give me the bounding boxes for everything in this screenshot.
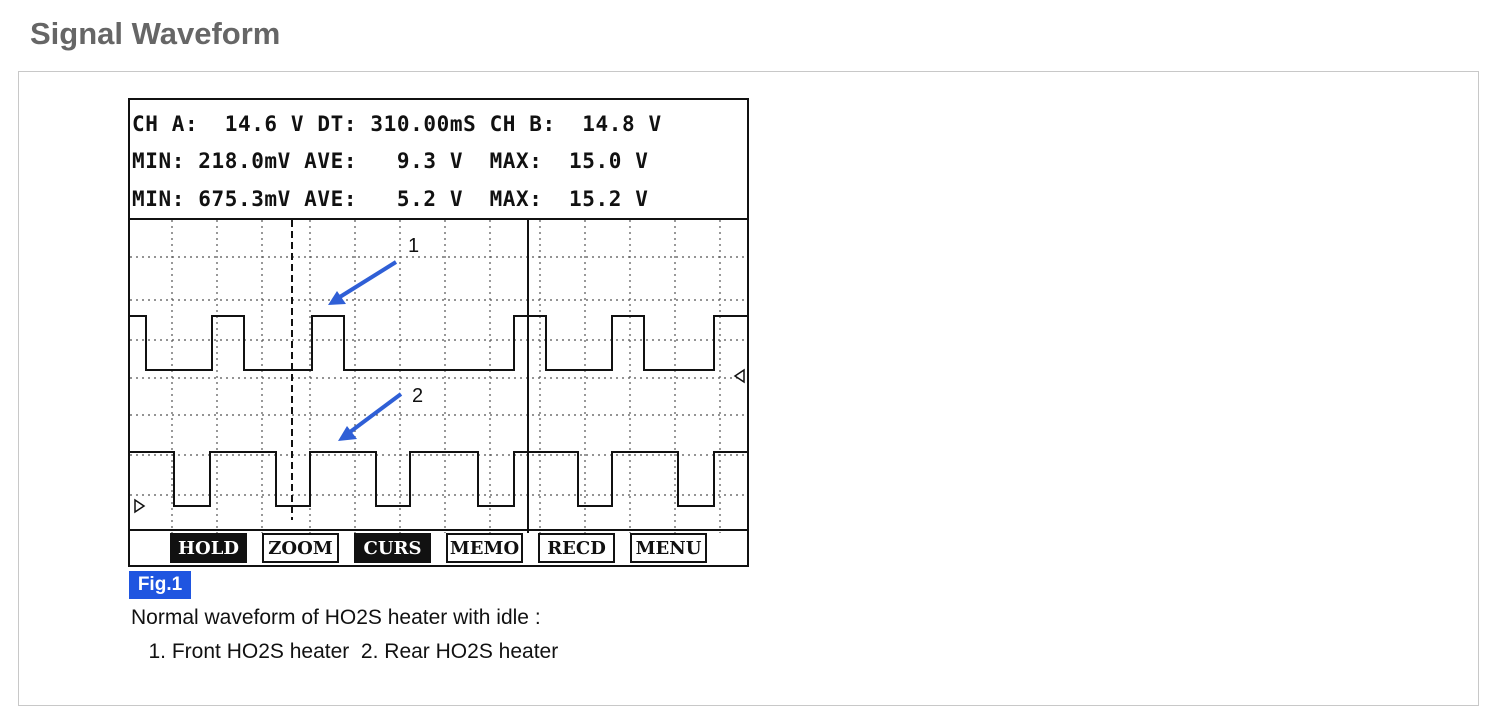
annotation-label-2: 2: [412, 385, 423, 407]
memo-button[interactable]: MEMO: [446, 533, 523, 563]
hold-button[interactable]: HOLD: [170, 533, 247, 563]
figure-label: Fig.1: [129, 571, 191, 599]
curs-button[interactable]: CURS: [354, 533, 431, 563]
channel-a-trace: [130, 315, 747, 371]
figure-caption-line-1: Normal waveform of HO2S heater with idle…: [131, 606, 541, 629]
page-title: Signal Waveform: [30, 16, 281, 51]
waveform-plot: 1 2: [130, 218, 747, 533]
measurement-readout: CH A: 14.6 V DT: 310.00mS CH B: 14.8 V M…: [130, 100, 747, 218]
recd-button[interactable]: RECD: [538, 533, 615, 563]
waveform-traces: [130, 315, 747, 507]
readout-line-channels: CH A: 14.6 V DT: 310.00mS CH B: 14.8 V: [132, 112, 662, 136]
readout-line-channel-a-stats: MIN: 218.0mV AVE: 9.3 V MAX: 15.0 V: [132, 149, 649, 173]
plot-grid: [130, 220, 747, 533]
waveform-svg: 1 2: [130, 220, 747, 533]
channel-b-ground-marker: [134, 498, 146, 514]
zoom-button[interactable]: ZOOM: [262, 533, 339, 563]
oscilloscope-screen: CH A: 14.6 V DT: 310.00mS CH B: 14.8 V M…: [128, 98, 749, 567]
readout-line-channel-b-stats: MIN: 675.3mV AVE: 5.2 V MAX: 15.2 V: [132, 187, 649, 211]
annotation-arrow-1: [328, 260, 398, 305]
content-box: [18, 71, 1479, 706]
annotation-label-1: 1: [408, 235, 419, 257]
channel-b-trace: [130, 451, 747, 507]
channel-a-ground-marker: [733, 368, 745, 384]
menu-button[interactable]: MENU: [630, 533, 707, 563]
softkey-bar: HOLD ZOOM CURS MEMO RECD MENU: [130, 531, 747, 565]
annotation-arrow-2: [338, 392, 403, 441]
figure-caption-line-2: 1. Front HO2S heater 2. Rear HO2S heater: [131, 640, 559, 663]
